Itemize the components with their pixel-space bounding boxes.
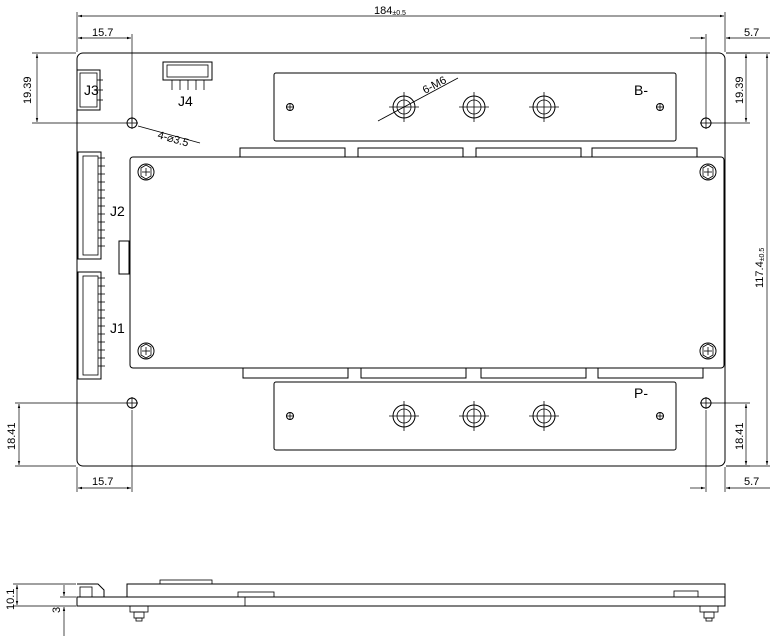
hole-callout-text: 4-⌀3.5 [156,129,190,149]
stud-b3 [529,92,559,122]
dim-right-offset-top: 5.7 [690,27,770,118]
hole-callout: 4-⌀3.5 [137,125,201,150]
j2-label: J2 [110,203,125,219]
side-height-value: 10.1 [5,589,17,610]
bottom-hole-left-value: 18.41 [6,422,18,450]
dim-left-offset-bottom: 15.7 [76,410,133,492]
busbar-p-minus: P- [273,381,677,451]
stud-b1 [389,92,419,122]
mounting-hole-top-right [700,117,712,129]
screw-top-left [137,163,155,181]
side-small-value: 3 [51,607,63,613]
board-tabs-bottom [242,367,704,379]
connector-j1: J1 [77,271,125,380]
dim-bottom-hole-right: 18.41 [712,402,750,467]
dim-top-hole-left: 19.39 [22,52,126,124]
left-offset-bottom-value: 15.7 [92,476,113,488]
busbar-b-minus: B- [273,72,677,142]
connector-j2: J2 [77,151,125,260]
overall-height-label: 117.4±0.5 [754,248,766,288]
screw-top-right [699,163,717,181]
right-offset-bottom-value: 5.7 [744,476,759,488]
side-view: 10.1 3 [5,579,726,636]
stud-p2 [459,401,489,431]
bottom-hole-right-value: 18.41 [734,422,746,450]
connector-j3: J3 [76,69,103,111]
j4-label: J4 [178,93,193,109]
dim-left-offset-top: 15.7 [78,27,133,122]
connector-j4: J4 [162,61,213,109]
side-connector [118,240,130,275]
right-offset-top-value: 5.7 [744,27,759,39]
stud-callout-text: 6-M6 [421,74,449,96]
mounting-hole-bottom-left [126,397,138,409]
mounting-hole-bottom-right [700,397,712,409]
dim-bottom-hole-left: 18.41 [6,402,126,467]
board-tabs-top [239,147,698,158]
stud-p1 [389,401,419,431]
stud-callout: 6-M6 [377,74,459,122]
p-minus-label: P- [634,385,648,401]
screw-bottom-left [137,342,155,360]
top-hole-right-value: 19.39 [734,76,746,104]
pcb-outline [76,52,726,467]
top-hole-left-value: 19.39 [22,76,34,104]
screw-bottom-right [699,342,717,360]
overall-width-label: 184±0.5 [374,5,406,17]
stud-b2 [459,92,489,122]
side-pcb [76,596,726,607]
main-board [129,156,725,369]
b-minus-label: B- [634,82,648,98]
mounting-hole-top-left [126,117,138,129]
dim-top-hole-right: 19.39 [712,52,750,124]
dim-overall-height: 117.4±0.5 [726,52,770,467]
left-offset-top-value: 15.7 [92,27,113,39]
j3-label: J3 [84,82,99,98]
stud-p3 [529,401,559,431]
dim-right-offset-bottom: 5.7 [690,410,770,492]
dim-overall-width: 184±0.5 [76,5,726,52]
j1-label: J1 [110,320,125,336]
side-main-board [126,583,726,598]
mounting-holes [126,117,712,409]
